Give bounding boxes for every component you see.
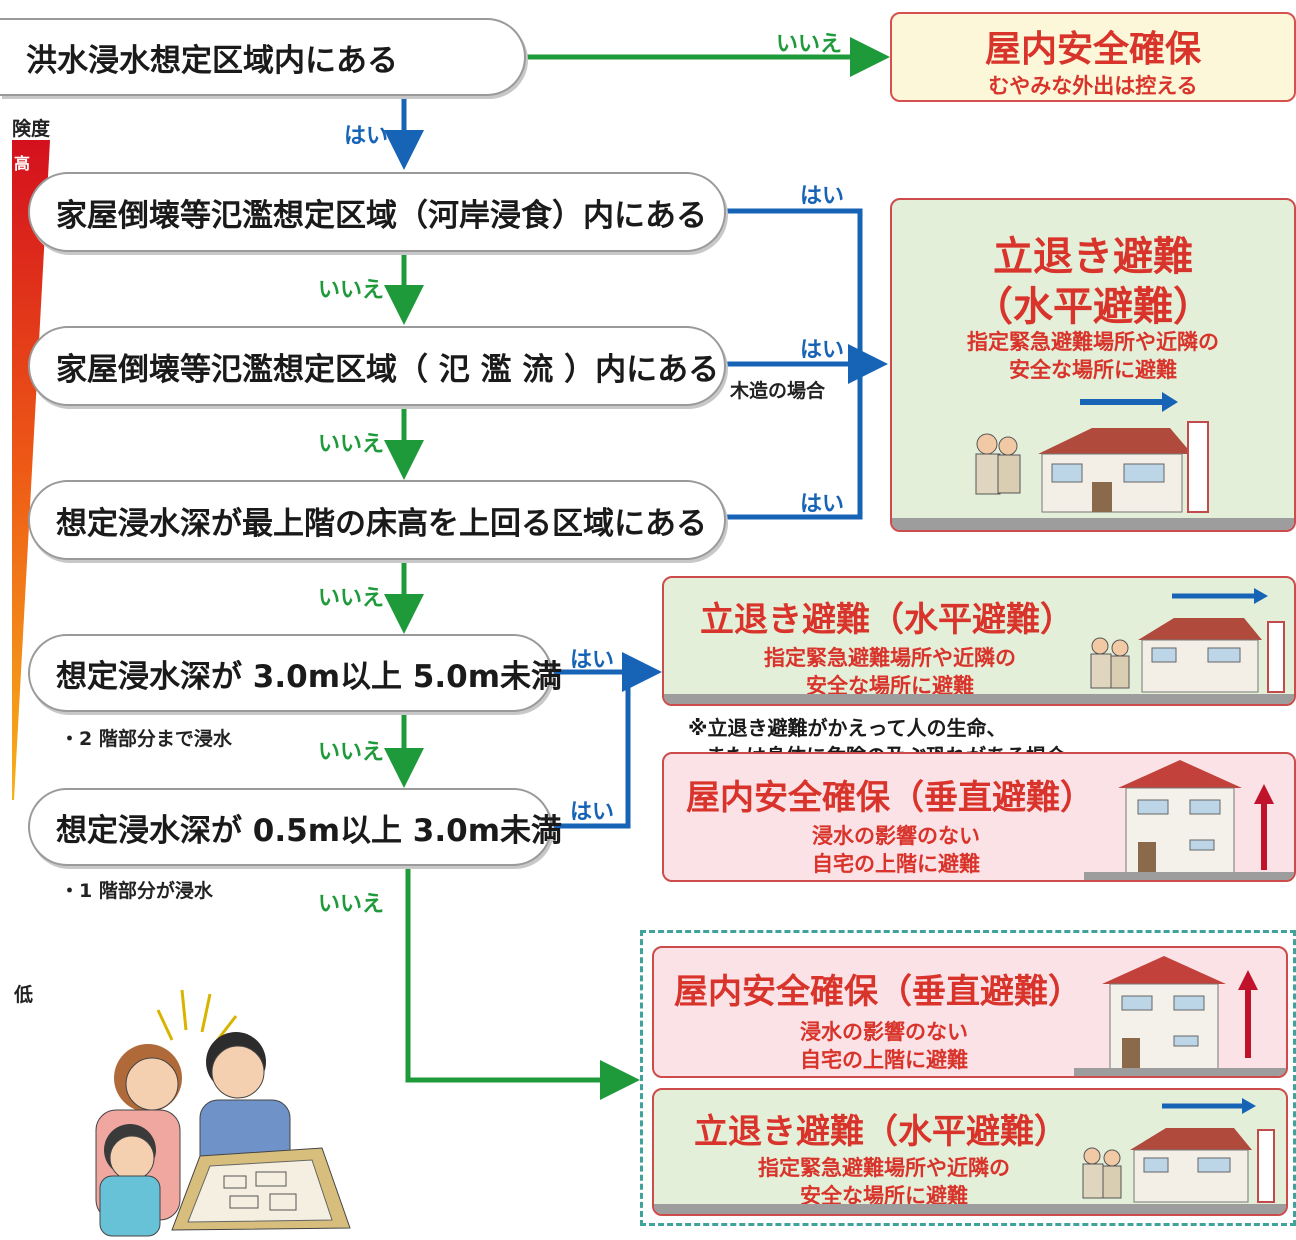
result-evac-mid-sub1: 指定緊急避難場所や近隣の [764, 646, 1016, 670]
result-indoor-safety: 屋内安全確保 むやみな外出は控える [890, 12, 1296, 102]
vertical-mid-ground [1084, 872, 1294, 880]
result-vertical-mid: 屋内安全確保（垂直避難） 浸水の影響のない 自宅の上階に避難 [662, 752, 1296, 882]
question-depth-0.5-3m: 想定浸水深が 0.5m以上 3.0m未満 [28, 788, 562, 866]
question-flood-flow: 家屋倒壊等氾濫想定区域（ 氾 濫 流 ）内にある [28, 326, 726, 406]
label-q2-no: いいえ [318, 278, 385, 303]
question-flood-area: 洪水浸水想定区域内にある [0, 18, 526, 96]
caution-line1: ※立退き避難がかえって人の生命、 [688, 716, 1007, 740]
arrow-q5-yes [552, 669, 631, 829]
label-q1-yes: はい [344, 124, 389, 149]
result-indoor-safety-title: 屋内安全確保 [984, 29, 1201, 70]
result-vertical-mid-sub1: 浸水の影響のない [812, 824, 980, 848]
danger-scale-bar [12, 140, 50, 800]
result-evacuation-low: 立退き避難（水平避難） 指定緊急避難場所や近隣の 安全な場所に避難 [652, 1088, 1288, 1216]
evac-mid-ground [664, 694, 1294, 704]
label-q5-yes: はい [570, 648, 615, 673]
question-above-top-floor: 想定浸水深が最上階の床高を上回る区域にある [28, 480, 726, 560]
vertical-low-illustration [1102, 956, 1258, 1071]
label-q4-yes: はい [800, 492, 845, 517]
result-evac-large-title1: 立退き避難 [993, 234, 1193, 280]
result-evacuation-mid: 立退き避難（水平避難） 指定緊急避難場所や近隣の 安全な場所に避難 [662, 576, 1296, 706]
arrow-q4-yes [726, 364, 863, 520]
note-wooden: 木造の場合 [730, 380, 826, 402]
label-q1-no: いいえ [776, 32, 843, 57]
evac-low-illustration [1082, 1098, 1275, 1203]
result-evac-large-sub2: 安全な場所に避難 [1009, 358, 1177, 382]
result-vertical-mid-title: 屋内安全確保（垂直避難） [686, 778, 1094, 818]
vertical-mid-illustration [1118, 760, 1274, 875]
result-vertical-low-sub2: 自宅の上階に避難 [800, 1048, 968, 1072]
label-q2-yes: はい [800, 184, 845, 209]
arrow-q2-yes [726, 208, 863, 364]
danger-high-label: 高 [14, 154, 31, 173]
low-risk-results-group [640, 930, 1296, 1226]
label-q3-yes: はい [800, 338, 845, 363]
result-evac-large-sub1: 指定緊急避難場所や近隣の [967, 330, 1219, 354]
result-evac-low-sub1: 指定緊急避難場所や近隣の [758, 1156, 1010, 1180]
label-q6-yes: はい [570, 800, 615, 825]
result-evac-low-title: 立退き避難（水平避難） [694, 1112, 1068, 1152]
evac-mid-illustration [1090, 588, 1285, 693]
label-q6-no: いいえ [318, 892, 385, 917]
note-second-floor: ・2 階部分まで浸水 [60, 728, 232, 750]
result-indoor-safety-sub: むやみな外出は控える [988, 74, 1198, 98]
label-q5-no: いいえ [318, 740, 385, 765]
label-q3-no: いいえ [318, 432, 385, 457]
question-bank-erosion: 家屋倒壊等氾濫想定区域（河岸浸食）内にある [28, 172, 726, 252]
label-q4-no: いいえ [318, 586, 385, 611]
evac-large-ground [892, 518, 1294, 530]
result-evac-mid-title: 立退き避難（水平避難） [700, 600, 1074, 640]
evac-large-illustration [975, 392, 1209, 513]
result-vertical-low: 屋内安全確保（垂直避難） 浸水の影響のない 自宅の上階に避難 [652, 946, 1288, 1078]
result-vertical-low-sub1: 浸水の影響のない [800, 1020, 968, 1044]
result-vertical-low-title: 屋内安全確保（垂直避難） [674, 972, 1082, 1012]
note-first-floor: ・1 階部分が浸水 [60, 880, 213, 902]
danger-scale-title: 険度 [12, 118, 51, 140]
result-vertical-mid-sub2: 自宅の上階に避難 [812, 852, 980, 876]
arrow-q6-no [405, 866, 640, 1100]
result-evacuation-large: 立退き避難 （水平避難） 指定緊急避難場所や近隣の 安全な場所に避難 [890, 198, 1296, 532]
family-map-illustration [95, 989, 351, 1237]
evac-low-ground [654, 1204, 1286, 1214]
question-depth-3-5m: 想定浸水深が 3.0m以上 5.0m未満 [28, 634, 562, 712]
result-evac-large-title2: （水平避難） [973, 284, 1213, 330]
vertical-low-ground [1074, 1068, 1286, 1076]
danger-low-label: 低 [14, 984, 34, 1006]
